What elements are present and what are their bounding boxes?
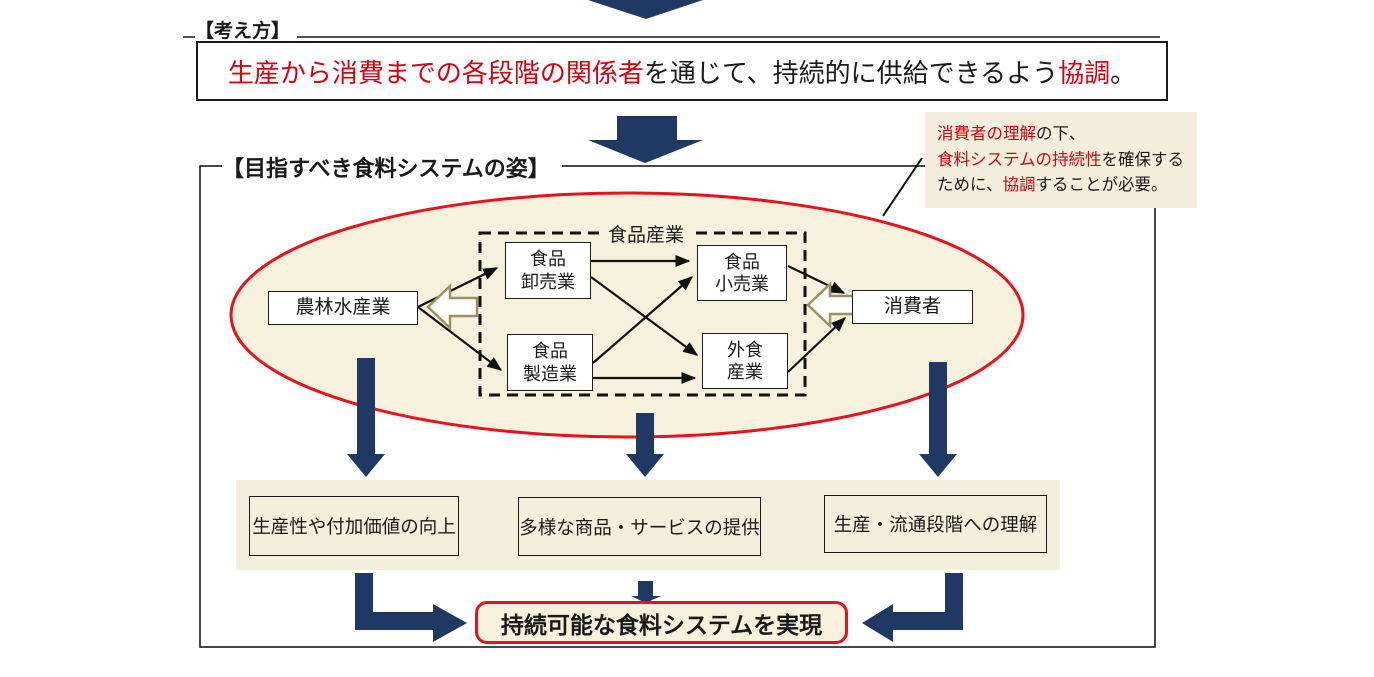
top-block-down-arrow-icon: [588, 0, 703, 19]
node-consumer: 消費者: [852, 290, 973, 324]
connector-arrows: [417, 254, 846, 385]
arrow-manufacturing-to-retail: [592, 276, 693, 364]
note-segment: の下、: [1036, 125, 1086, 143]
block-down-arrow-icon: [588, 116, 703, 163]
note-segment: を確保する: [1101, 150, 1185, 169]
result-box: 持続可能な食料システムを実現: [475, 601, 848, 644]
arrow-agri-to-manufacturing: [417, 306, 503, 371]
node-agriculture: 農林水産業: [268, 291, 418, 325]
arrow-retail-to-consumer: [787, 265, 846, 294]
concept-section-label: 【考え方】: [195, 20, 297, 42]
node-label-line: 外食: [727, 339, 763, 360]
concept-text-segment: 生産から消費までの各段階の関係者: [227, 57, 644, 88]
node-manufacturing: 食品 製造業: [507, 334, 593, 391]
benefit-box-products-services: 多様な商品・サービスの提供: [518, 497, 761, 556]
node-label-line: 製造業: [523, 363, 577, 384]
note-segment: することが必要。: [1035, 176, 1168, 195]
note-segment: ために、: [937, 176, 1003, 195]
node-retail: 食品 小売業: [697, 245, 787, 301]
concept-text-segment: 。: [1110, 57, 1137, 88]
elbow-right-arrow-icon: [355, 573, 467, 642]
concept-text: 生産から消費までの各段階の関係者を通じて、持続的に供給できるよう協調。: [228, 53, 1136, 90]
hollow-left-arrow-icon: [426, 283, 479, 331]
concept-text-segment: を通じて、持続的に供給できるよう: [643, 57, 1059, 88]
arrow-wholesale-to-restaurant: [590, 276, 699, 356]
benefit-box-understanding: 生産・流通段階への理解: [824, 495, 1047, 553]
arrow-agri-to-wholesale: [417, 267, 499, 308]
note-segment: 協調: [1002, 176, 1036, 195]
concept-text-segment: 協調: [1058, 57, 1111, 88]
block-down-arrow-icon: [919, 362, 957, 477]
industry-group-label: 食品産業: [599, 221, 693, 246]
node-label-line: 食品: [530, 249, 566, 269]
block-down-arrow-icon: [626, 413, 664, 477]
elbow-left-arrow-icon: [862, 573, 963, 642]
node-label-line: 産業: [727, 362, 763, 382]
block-down-arrow-icon: [347, 358, 385, 477]
note-line: 食料システムの持続性を確保する: [937, 148, 1185, 174]
system-section-frame: [199, 165, 1156, 648]
note-line: 消費者の理解の下、: [937, 122, 1185, 148]
note-callout-line: [882, 157, 923, 217]
note-segment: 消費者の理解: [937, 125, 1036, 143]
node-label-line: 食品: [532, 341, 568, 361]
small-down-arrow-icon: [631, 581, 661, 603]
benefit-box-productivity: 生産性や付加価値の向上: [249, 496, 459, 556]
note-segment: 食料システムの持続性: [937, 150, 1102, 169]
node-label-line: 小売業: [715, 274, 769, 294]
food-system-ellipse: [229, 191, 1025, 439]
node-label-line: 卸売業: [521, 271, 575, 292]
node-restaurant: 外食 産業: [702, 333, 788, 389]
arrow-restaurant-to-consumer: [787, 317, 846, 373]
system-section-label: 【目指すべき食料システムの姿】: [222, 152, 562, 182]
note-line: ために、協調することが必要。: [937, 173, 1185, 199]
consumer-note-box: 消費者の理解の下、 食料システムの持続性を確保する ために、協調することが必要。: [925, 112, 1197, 208]
node-label-line: 食品: [724, 251, 760, 272]
node-wholesale: 食品 卸売業: [505, 242, 591, 299]
concept-box: 生産から消費までの各段階の関係者を通じて、持続的に供給できるよう協調。: [196, 41, 1168, 101]
